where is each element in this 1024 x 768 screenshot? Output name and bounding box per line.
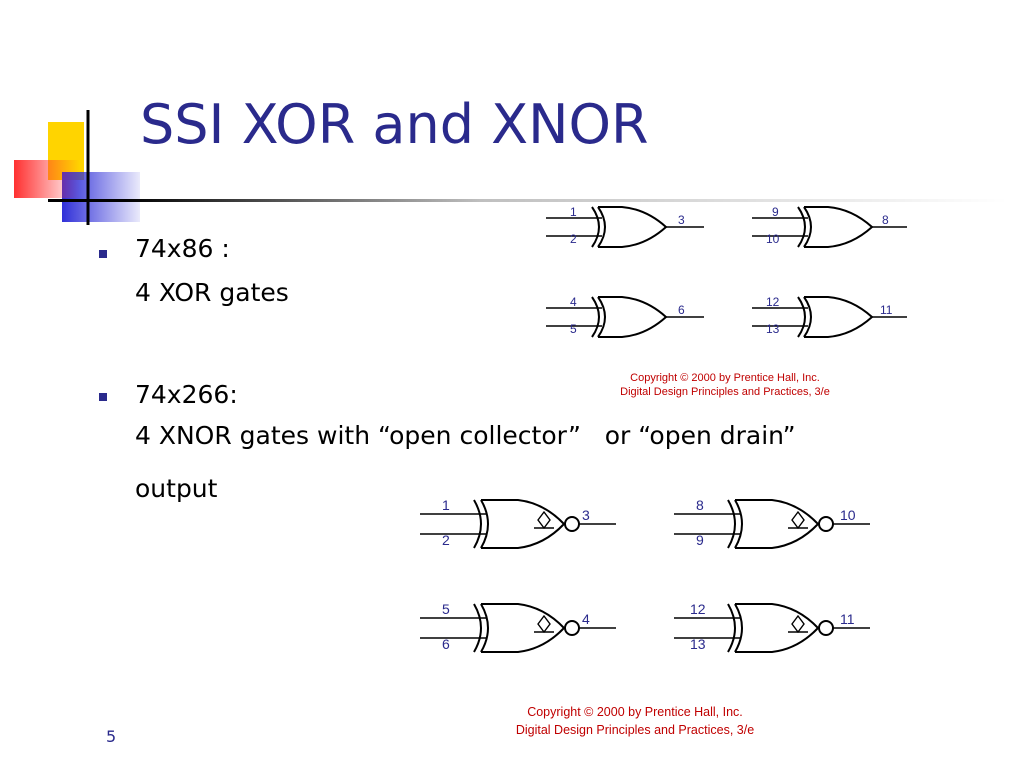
xor-gate-4-pin-in2: 13 [766,322,780,336]
xor-gate-2-pin-in2: 10 [766,232,780,246]
xor-copyright-line2: Digital Design Principles and Practices,… [620,386,830,398]
xor-gate-3-pin-in2: 5 [570,322,577,336]
xor-gate-3-pin-in1: 4 [570,295,577,309]
xnor-gate-1-pin-out: 3 [582,507,590,523]
xnor-gate-1-pin-in1: 1 [442,497,450,513]
xnor-gate-4-pin-out: 11 [840,611,855,627]
xor-gate-1-pin-in1: 1 [570,205,577,219]
bullet-74x86-line2: 4 XOR gates [135,278,289,307]
xnor-gate-3-pin-in1: 5 [442,601,450,617]
xor-gate-1-pin-in2: 2 [570,232,577,246]
title-underline [48,199,1008,202]
bullet-74x266-line2: 4 XNOR gates with “open collector” or “o… [135,421,796,450]
xnor-gate-4-pin-in2: 13 [690,636,706,652]
xnor-gate-2-pin-in2: 9 [696,532,704,548]
bullet-marker [99,250,107,258]
xnor-copyright: Copyright © 2000 by Prentice Hall, Inc. … [470,703,800,739]
xor-gate-1: 1 2 3 [546,205,704,248]
xnor-copyright-line1: Copyright © 2000 by Prentice Hall, Inc. [527,705,743,719]
bullet-marker [99,393,107,401]
xnor-gate-4: 12 13 11 [674,601,870,653]
xor-gate-1-pin-out: 3 [678,213,685,227]
xnor-gate-2-pin-out: 10 [840,507,856,523]
xnor-gate-3-pin-out: 4 [582,611,590,627]
xor-gate-3: 4 5 6 [546,295,704,338]
xor-copyright: Copyright © 2000 by Prentice Hall, Inc. … [560,371,890,399]
xor-gate-2: 9 10 8 [752,205,907,248]
bullet-74x266-line1: 74x266: [135,380,238,409]
xor-gate-2-pin-in1: 9 [772,205,779,219]
slide-title: SSI XOR and XNOR [140,93,649,156]
xnor-copyright-line2: Digital Design Principles and Practices,… [515,723,755,737]
corner-decoration [14,110,140,225]
xor-gates-diagram: 1 2 3 9 10 8 4 5 6 12 13 11 [546,205,907,338]
xnor-gate-4-pin-in1: 12 [690,601,706,617]
xnor-gate-1-pin-in2: 2 [442,532,450,548]
bullet-74x266-line3: output [135,474,218,503]
xnor-gate-3-pin-in2: 6 [442,636,450,652]
slide-number: 5 [106,727,117,746]
xor-copyright-line1: Copyright © 2000 by Prentice Hall, Inc. [630,372,820,384]
xor-gate-4: 12 13 11 [752,295,907,338]
xor-gate-3-pin-out: 6 [678,303,685,317]
xnor-gate-3: 5 6 4 [420,601,616,653]
deco-red-bar [14,160,80,198]
xnor-gate-2-pin-in1: 8 [696,497,704,513]
xnor-gate-1: 1 2 3 [420,497,616,549]
xor-gate-4-pin-out: 11 [880,303,893,317]
xor-gate-2-pin-out: 8 [882,213,889,227]
xnor-gate-2: 8 9 10 [674,497,870,549]
bullet-74x86-line1: 74x86 : [135,234,230,263]
xor-gate-4-pin-in1: 12 [766,295,780,309]
xnor-gates-diagram: 1 2 3 8 9 10 5 6 4 12 13 11 [420,497,870,653]
